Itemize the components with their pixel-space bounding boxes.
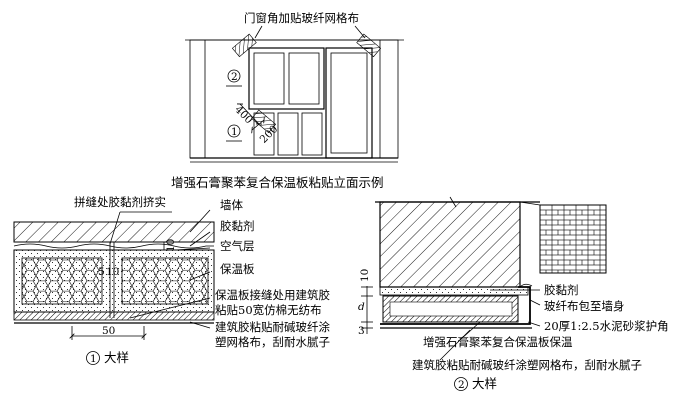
dim-50: 50 <box>102 325 115 337</box>
dim-d: d <box>358 301 365 313</box>
lower-panel <box>301 112 323 156</box>
lower-panel <box>253 112 275 156</box>
dim-400: 400 <box>232 104 255 127</box>
label-fiberglass: 玻纤布包至墙身 <box>544 299 625 313</box>
dim-10: 10 <box>359 269 371 282</box>
window-frame-section <box>539 204 607 274</box>
section-marker-2 <box>227 69 241 83</box>
window-pane <box>288 52 320 105</box>
leader-line <box>527 321 541 327</box>
label-adhesive: 胶黏剂 <box>220 219 255 233</box>
fiberglass-wrap <box>380 286 531 325</box>
label-joint: 拼缝处胶黏剂挤实 <box>74 195 166 209</box>
leader-line <box>189 231 211 247</box>
leader-line <box>354 25 366 39</box>
label-adhesive: 胶黏剂 <box>544 283 579 297</box>
leader-line <box>174 247 211 251</box>
detail-1-marker-circle <box>86 351 100 365</box>
adhesive-layer <box>379 286 529 296</box>
label-mesh-2: 塑网格布，刮耐水腻子 <box>215 335 330 349</box>
leader-line <box>189 321 211 329</box>
lower-panel <box>277 112 299 156</box>
leader-line <box>189 209 211 233</box>
door-panel <box>330 52 368 154</box>
label-wall: 墙体 <box>220 198 243 212</box>
detail-1: 10 5 10 50 拼缝处胶黏剂挤实 墙体 胶黏剂 空气层 保温板 保温板接缝… <box>13 195 330 365</box>
leader-line <box>189 271 211 281</box>
insulation-board-inner <box>389 301 513 317</box>
label-board: 增强石膏聚苯复合保温板保温 <box>423 335 573 349</box>
door-frame <box>325 47 373 159</box>
detail-1-marker: 1 <box>90 353 97 365</box>
section-marker-1-label: 1 <box>231 126 238 138</box>
label-board: 保温板 <box>220 262 255 276</box>
label-joint-treatment-1: 保温板接缝处用建筑胶 <box>215 288 330 302</box>
break-mark <box>449 196 457 208</box>
label-joint-treatment-2: 粘贴50宽仿棉无纺布 <box>215 303 322 317</box>
leader-line <box>109 211 121 245</box>
elevation-view: 门窗角加贴玻纤网格布 2 1 400 200 增强石膏聚苯复合保温板粘贴立面示例 <box>171 11 404 190</box>
mesh-patch-icon <box>356 33 382 58</box>
detail-2-title: 大样 <box>472 376 497 391</box>
dim-10: 10 <box>165 239 177 252</box>
label-mesh: 建筑胶粘贴耐碱玻纤涂塑网格布，刮耐水腻子 <box>412 358 642 372</box>
label-mortar: 20厚1:2.5水泥砂浆护角 <box>544 319 669 333</box>
leader-line <box>254 25 263 39</box>
dim-10b: 10 <box>106 266 119 278</box>
window-frame <box>248 47 325 110</box>
label-mesh-1: 建筑胶粘贴耐碱玻纤涂 <box>215 320 330 334</box>
detail-2: 10 d 3 胶黏剂 玻纤布包至墙身 20厚1:2.5水泥砂浆护角 增强石膏聚苯… <box>358 196 669 391</box>
section-marker-1 <box>227 124 241 138</box>
detail-2-marker: 2 <box>458 379 465 391</box>
dim-3: 3 <box>358 325 365 337</box>
concrete-wall <box>379 201 521 288</box>
dimension-line <box>252 120 264 130</box>
window-pane <box>253 52 285 105</box>
mesh-patch-icon <box>231 33 257 58</box>
section-marker-2-label: 2 <box>231 71 238 83</box>
corner-mortar <box>519 283 533 288</box>
leader-line <box>129 297 211 319</box>
leader-line <box>529 299 541 306</box>
frame-joint <box>519 201 541 206</box>
leader-line <box>439 329 471 361</box>
insulation-board-core <box>121 257 209 305</box>
label-air-layer: 空气层 <box>220 239 255 253</box>
elevation-caption: 增强石膏聚苯复合保温板粘贴立面示例 <box>171 175 384 190</box>
label-corner-mesh: 门窗角加贴玻纤网格布 <box>244 11 359 25</box>
dim-5: 5 <box>98 266 105 278</box>
insulation-board-core <box>21 257 103 305</box>
mesh-layer <box>13 311 215 321</box>
detail-1-title: 大样 <box>104 350 129 365</box>
detail-2-marker-circle <box>454 377 468 391</box>
